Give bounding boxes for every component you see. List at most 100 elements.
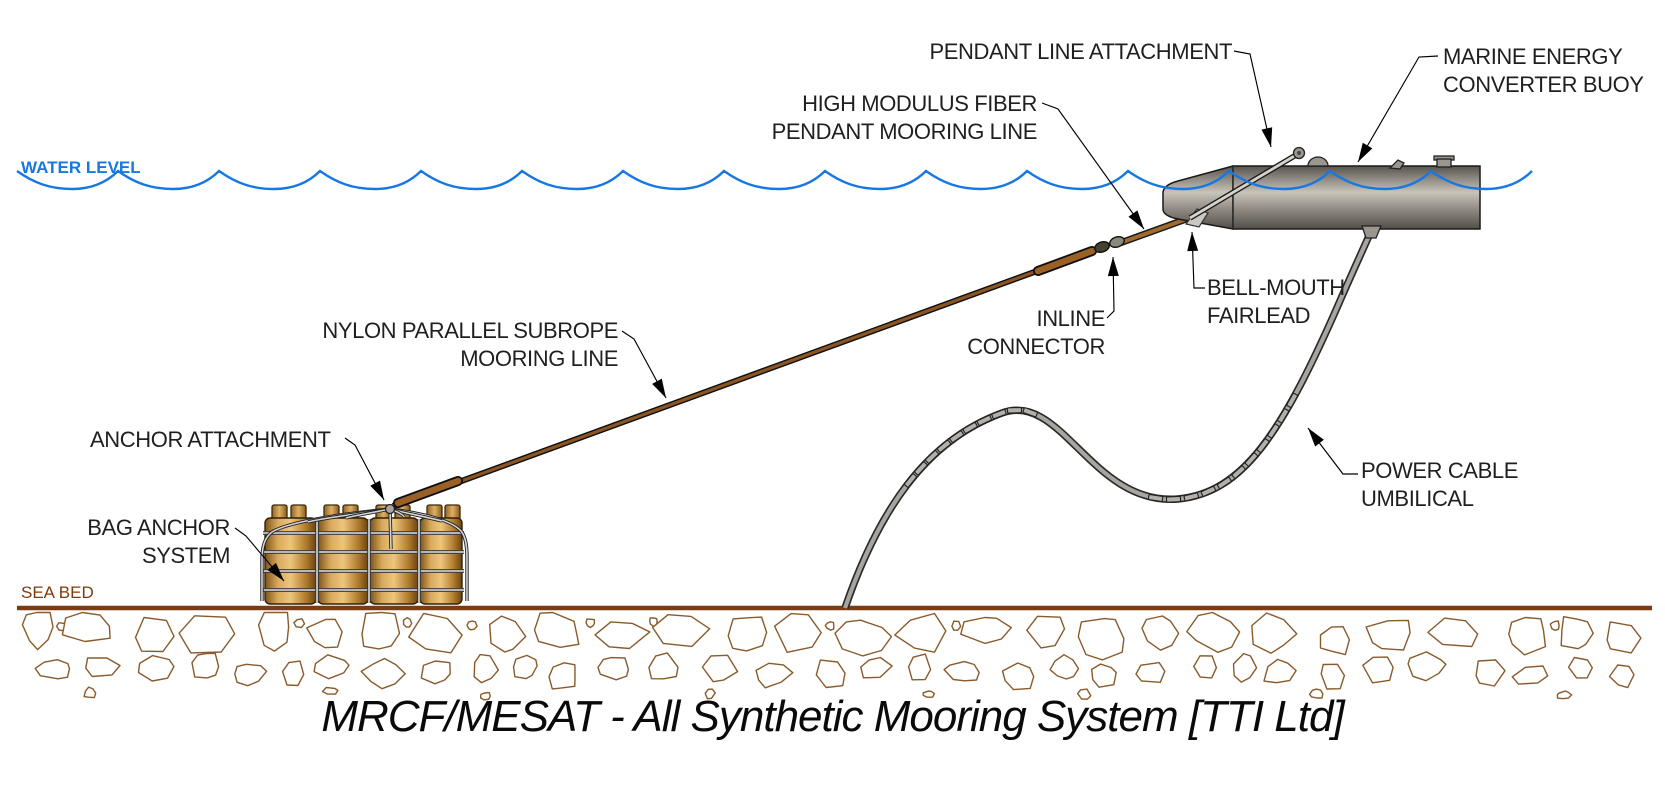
rock [1049, 654, 1080, 680]
rock [1320, 663, 1346, 690]
bag-anchor-bags [264, 517, 463, 605]
leader-arrowhead [652, 378, 666, 398]
rock [1365, 619, 1411, 651]
buoyancy-module [904, 473, 917, 488]
rock [548, 662, 576, 690]
buoyancy-module [1006, 406, 1023, 414]
callout-anchor-attachment: ANCHOR ATTACHMENT [90, 427, 331, 452]
nylon-subrope-mooring-line [391, 245, 1102, 509]
rock [361, 611, 401, 650]
rock [1567, 656, 1594, 679]
rock [137, 654, 175, 682]
rock [408, 612, 463, 654]
rock [178, 615, 236, 654]
leader-line [344, 437, 385, 501]
water-surface-line [16, 169, 1533, 191]
buoyancy-module [1244, 452, 1259, 467]
rock [951, 620, 962, 631]
buoyancy-module [1165, 495, 1182, 503]
rock [293, 618, 306, 629]
rock [34, 659, 71, 680]
buoyancy-module [1277, 408, 1290, 424]
leader-arrowhead [1107, 257, 1119, 277]
leader-line [1357, 55, 1439, 163]
rock [402, 617, 413, 628]
buoyancy-module [925, 450, 939, 464]
buoyancy-module [914, 461, 928, 476]
rock [894, 612, 947, 653]
rock [360, 657, 406, 690]
rock [83, 686, 97, 699]
rock [257, 611, 290, 652]
rock [1362, 656, 1394, 684]
buoyancy-module [991, 409, 1007, 420]
leader-arrowhead [1187, 232, 1199, 252]
callout-bell-mouth-fairlead: BELL-MOUTH FAIRLEAD [1207, 275, 1345, 328]
buoyancy-module [976, 414, 992, 426]
rock [704, 688, 716, 700]
rock [1251, 612, 1298, 654]
leader-line [1041, 102, 1145, 230]
buoyancy-module [949, 430, 965, 443]
rock [1606, 621, 1642, 654]
leader-line [621, 330, 667, 399]
rock [489, 615, 527, 653]
rock [1508, 616, 1547, 656]
rock [191, 652, 220, 679]
rock [1141, 615, 1180, 651]
rock [585, 618, 596, 629]
pendant-line-over-buoy [1188, 146, 1306, 221]
rock [1475, 659, 1506, 687]
buoyancy-module [1256, 438, 1270, 453]
callout-nylon-subrope: NYLON PARALLEL SUBROPE MOORING LINE [322, 318, 618, 371]
buoyancy-module [1216, 476, 1232, 490]
rock [597, 656, 630, 681]
rock [1090, 663, 1117, 688]
rock [1077, 617, 1125, 661]
sea-bed-label: SEA BED [21, 583, 94, 602]
leader-arrowhead [1358, 142, 1373, 162]
rock [512, 654, 538, 680]
rock [321, 686, 339, 695]
power-cable-umbilical [841, 227, 1376, 610]
buoyancy-module [1147, 493, 1164, 503]
rock [313, 654, 350, 680]
rock [1511, 665, 1549, 685]
rock [234, 663, 268, 687]
callout-leaders [234, 50, 1439, 582]
rock [651, 614, 711, 648]
buoyancy-module [1267, 423, 1280, 439]
rock [1319, 626, 1351, 656]
rock [1427, 617, 1479, 648]
rock [1135, 661, 1166, 683]
rock [922, 690, 936, 698]
bag-anchor-net [263, 519, 464, 603]
rock [466, 620, 478, 631]
rock [1026, 615, 1066, 649]
leader-line [1307, 427, 1358, 475]
callout-power-cable-umbilical: POWER CABLE UMBILICAL [1361, 458, 1518, 511]
buoy-cleat [1388, 159, 1405, 170]
buoyancy-module [962, 422, 978, 434]
callout-bag-anchor-system: BAG ANCHOR SYSTEM [87, 515, 230, 568]
rock [1186, 611, 1241, 653]
rock [1232, 652, 1258, 683]
callout-marine-energy-converter-buoy: MARINE ENERGY CONVERTER BUOY [1443, 44, 1644, 97]
buoy-dome-fitting [1307, 156, 1329, 167]
rock [960, 616, 1012, 645]
rock [1308, 688, 1324, 699]
rock [533, 611, 580, 648]
rock [1193, 655, 1218, 679]
leader-arrowhead [267, 562, 284, 581]
rock [1560, 616, 1594, 650]
leader-arrowhead [370, 480, 384, 500]
anchor-attachment-point [384, 503, 396, 515]
rock [85, 657, 121, 678]
buoy-body [1232, 165, 1481, 230]
callout-high-modulus-fiber: HIGH MODULUS FIBER PENDANT MOORING LINE [771, 91, 1038, 144]
buoyancy-module [1183, 492, 1200, 502]
seabed-rocks [21, 611, 1642, 701]
rock [281, 660, 305, 687]
inline-connector [1094, 235, 1125, 254]
